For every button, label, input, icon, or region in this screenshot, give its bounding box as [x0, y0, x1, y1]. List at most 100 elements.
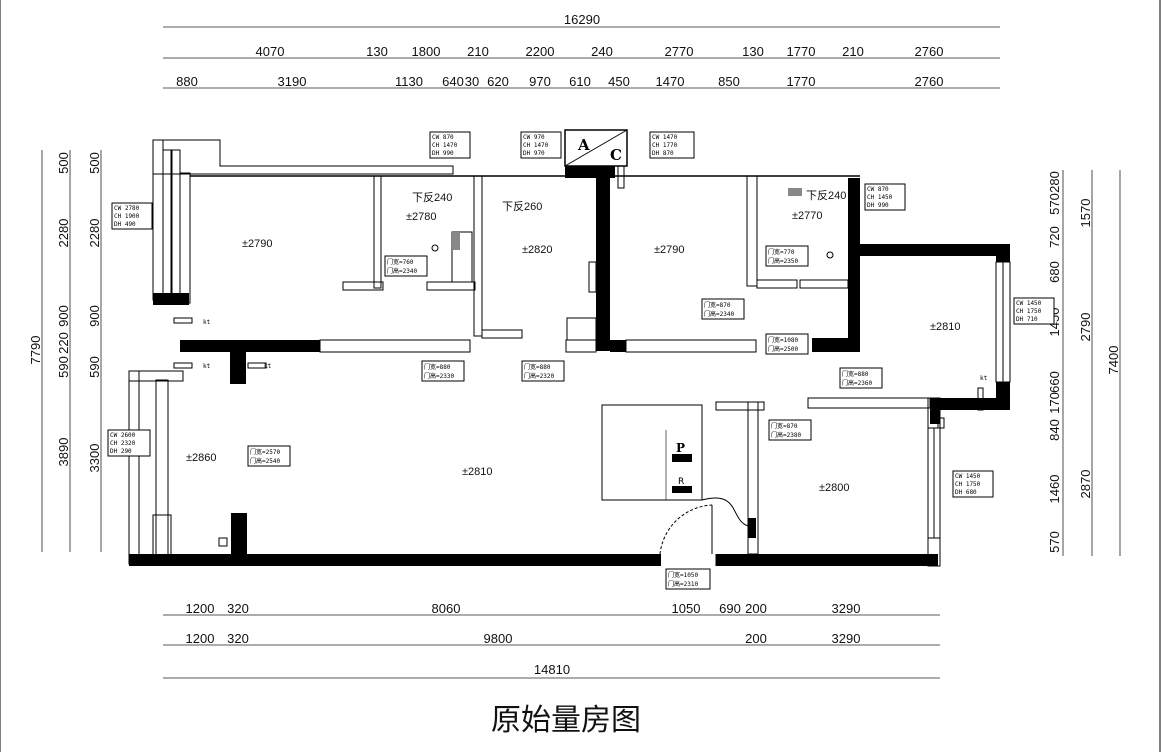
top2-dim-9: 450: [608, 74, 630, 89]
door-tag-5: 门宽=880 门高=2320: [521, 360, 565, 382]
top-dim-8: 130: [742, 44, 764, 59]
svg-text:门高=2330: 门高=2330: [424, 372, 454, 380]
left-inner-dim-2: 2280: [87, 219, 102, 248]
window-tags: CW 2780 CH 1900 DH 490 CW 870 CH 1470 DH…: [107, 131, 1055, 498]
window-tag-3: CW 970 CH 1470 DH 970: [520, 131, 562, 159]
bottom-dim-7: 3290: [832, 601, 861, 616]
svg-text:CH 1450: CH 1450: [867, 194, 893, 201]
ac-symbol-a: A: [577, 136, 590, 154]
right-outer-dim-3: 2870: [1078, 470, 1093, 499]
bottom2-dim-4: 200: [745, 631, 767, 646]
top2-dim-13: 2760: [915, 74, 944, 89]
right-dim-6: 660: [1047, 371, 1062, 393]
svg-text:门宽=880: 门宽=880: [424, 363, 451, 371]
top-dim-6: 240: [591, 44, 613, 59]
svg-text:门宽=2570: 门宽=2570: [250, 448, 280, 456]
room-d-level: ±2790: [654, 244, 685, 256]
right-dimensions: 280 570 720 680 1450 660 170 840 1460 57…: [1047, 170, 1121, 556]
top-dim-4: 210: [467, 44, 489, 59]
left-inner-dim-5: 3300: [87, 444, 102, 473]
svg-text:门宽=880: 门宽=880: [842, 370, 869, 378]
svg-text:CW 1450: CW 1450: [955, 473, 981, 480]
svg-text:门高=2310: 门高=2310: [668, 580, 698, 588]
top-dim-11: 2760: [915, 44, 944, 59]
svg-text:门高=2380: 门高=2380: [771, 431, 801, 439]
door-tag-6: 门宽=1080 门高=2500: [765, 333, 809, 355]
bottom2-dim-1: 1200: [186, 631, 215, 646]
top2-dim-12: 1770: [787, 74, 816, 89]
gas-meter-symbol: P R: [665, 430, 692, 500]
window-tag-2: CW 870 CH 1470 DH 990: [429, 131, 471, 159]
top-dim-3: 1800: [412, 44, 441, 59]
svg-text:CH 1470: CH 1470: [432, 142, 458, 149]
svg-text:CH 1750: CH 1750: [1016, 308, 1042, 315]
door-tag-1: 门宽=760 门高=2340: [384, 255, 428, 277]
right-dim-8: 840: [1047, 419, 1062, 441]
svg-text:DH 990: DH 990: [867, 202, 889, 209]
door-tag-8: 门宽=2570 门高=2540: [247, 445, 291, 467]
svg-text:门宽=760: 门宽=760: [387, 258, 414, 266]
top-dim-1: 4070: [256, 44, 285, 59]
door-tag-3: 门宽=770 门高=2350: [765, 245, 809, 267]
left-dim-1: 500: [56, 152, 71, 174]
svg-text:门高=2340: 门高=2340: [704, 310, 734, 318]
bottom-total-dim: 14810: [534, 662, 570, 677]
svg-text:CW 970: CW 970: [523, 134, 545, 141]
right-dim-4: 680: [1047, 261, 1062, 283]
top-dim-10: 210: [842, 44, 864, 59]
svg-text:门宽=1080: 门宽=1080: [768, 336, 798, 344]
room-c-note: 下反260: [502, 200, 542, 213]
top2-dim-4: 640: [442, 74, 464, 89]
room-e-note: 下反240: [806, 189, 846, 202]
svg-text:门高=2340: 门高=2340: [387, 267, 417, 275]
top2-dim-3: 1130: [395, 74, 423, 89]
svg-text:门高=2360: 门高=2360: [842, 379, 872, 387]
dining-level: ±2860: [186, 452, 217, 464]
bottom-dimensions: 1200 320 8060 1050 690 200 3290 1200 320…: [163, 601, 940, 679]
window-tag-7: CW 2600 CH 2320 DH 290: [107, 429, 151, 457]
left-total-dim: 7790: [28, 336, 43, 365]
bottom-dim-6: 200: [745, 601, 767, 616]
svg-text:DH 490: DH 490: [114, 221, 136, 228]
room-b-level: ±2780: [406, 211, 437, 223]
left-dim-3: 900: [56, 305, 71, 327]
ac-symbol-c: C: [610, 146, 622, 164]
window-tag-8: CW 1450 CH 1750 DH 680: [952, 470, 994, 498]
top-dimensions: 16290 4070 130 1800 210 2200 240 2770 13…: [163, 12, 1000, 89]
svg-text:门宽=1050: 门宽=1050: [668, 571, 698, 579]
svg-text:DH 680: DH 680: [955, 489, 977, 496]
kt-markers: kt kt kt kt: [173, 165, 988, 429]
bottom-dim-2: 320: [227, 601, 249, 616]
drawing-title: 原始量房图: [491, 703, 641, 738]
left-inner-dim-1: 500: [87, 152, 102, 174]
left-dimensions: 7790 500 2280 900 220 590 3890 500 2280 …: [28, 150, 102, 552]
top2-dim-7: 970: [529, 74, 551, 89]
kt-label-3: kt: [264, 363, 272, 370]
bottom-dim-1: 1200: [186, 601, 215, 616]
bottom2-dim-3: 9800: [484, 631, 513, 646]
door-tag-4: 门宽=880 门高=2330: [421, 360, 465, 382]
left-dim-4: 220: [56, 332, 71, 354]
right-outer-dim-1: 1570: [1078, 199, 1093, 228]
top2-dim-2: 3190: [278, 74, 307, 89]
svg-text:CW 2600: CW 2600: [110, 432, 136, 439]
window-tag-6: CW 1450 CH 1750 DH 710: [1013, 297, 1055, 325]
kt-label-1: kt: [203, 319, 211, 326]
top-dim-9: 1770: [787, 44, 816, 59]
window-tag-4: CW 1470 CH 1770 DH 870: [649, 131, 695, 159]
svg-text:CW 1450: CW 1450: [1016, 300, 1042, 307]
svg-text:CH 1470: CH 1470: [523, 142, 549, 149]
room-c-level: ±2820: [522, 244, 553, 256]
window-tag-5: CW 870 CH 1450 DH 990: [864, 183, 906, 211]
top2-dim-6: 620: [487, 74, 509, 89]
top-dim-7: 2770: [665, 44, 694, 59]
right-dim-10: 570: [1047, 531, 1062, 553]
door-tag-2: 门宽=870 门高=2340: [701, 298, 745, 320]
kt-label-2: kt: [203, 363, 211, 370]
svg-text:门高=2350: 门高=2350: [768, 257, 798, 265]
svg-text:DH 970: DH 970: [523, 150, 545, 157]
left-dim-5: 590: [56, 356, 71, 378]
svg-text:门宽=880: 门宽=880: [524, 363, 551, 371]
room-e-level: ±2770: [792, 210, 823, 222]
svg-text:门高=2500: 门高=2500: [768, 345, 798, 353]
